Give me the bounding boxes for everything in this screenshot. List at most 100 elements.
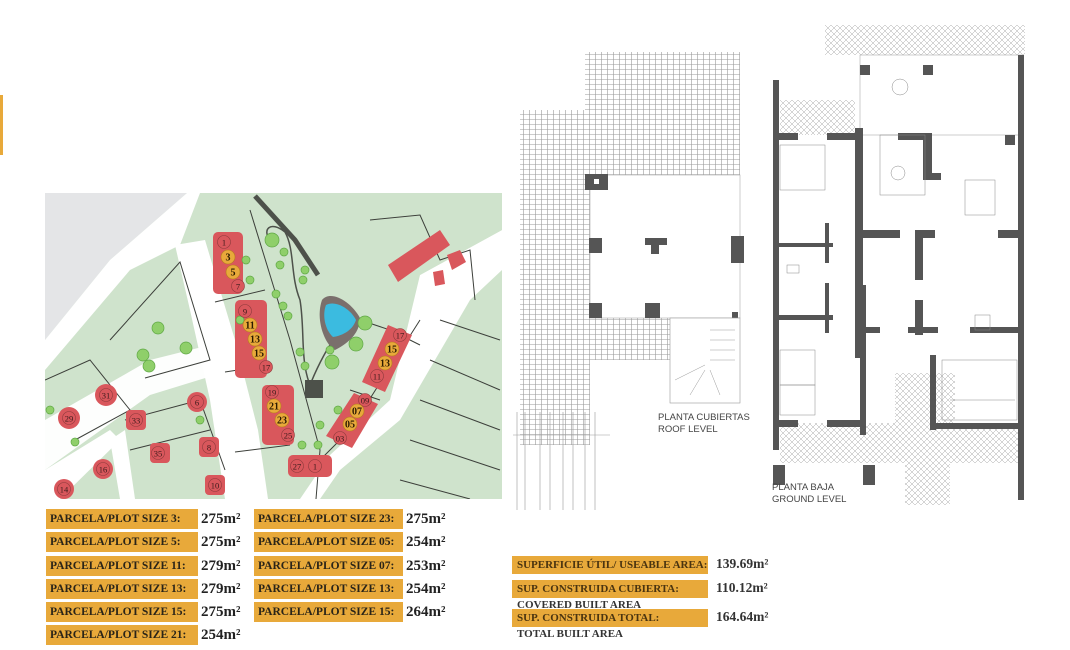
plot-size-label: PARCELA/PLOT SIZE 13:	[46, 579, 198, 599]
plot-number: 27	[293, 461, 302, 471]
roof-plan-caption: PLANTA CUBIERTAS ROOF LEVEL	[658, 412, 750, 436]
roof-tiles	[520, 110, 590, 445]
plot-marker	[259, 360, 273, 374]
area-label: SUP. CONSTRUIDA TOTAL:	[512, 609, 708, 627]
plot-size-label: PARCELA/PLOT SIZE 11:	[46, 556, 198, 576]
area-label: SUPERFICIE ÚTIL/ USEABLE AREA:	[512, 556, 708, 574]
plot-number: 35	[154, 448, 163, 458]
ground-caption-es: PLANTA BAJA	[772, 482, 835, 493]
roof-terrace	[589, 174, 741, 319]
area-value: 110.12m²	[716, 580, 768, 595]
plot-marker	[370, 369, 384, 383]
plot-31: 31	[99, 388, 113, 402]
plot-size-row: PARCELA/PLOT SIZE 3:275m²	[46, 509, 241, 529]
plot-number: 6	[195, 397, 199, 407]
plot-size-value: 254m²	[406, 533, 446, 550]
plot-number: 8	[207, 442, 211, 452]
plot-number: 10	[211, 480, 220, 490]
plot-size-value: 279m²	[201, 580, 241, 597]
plot-number: 33	[132, 415, 141, 425]
plot-9: 9	[238, 304, 252, 318]
plot-size-value: 254m²	[406, 580, 446, 597]
highlighted-plot-07: 07	[349, 403, 365, 419]
plot-marker	[151, 446, 165, 460]
plot-marker	[99, 388, 113, 402]
plot-size-label: PARCELA/PLOT SIZE 05:	[254, 532, 403, 552]
plot-size-row: PARCELA/PLOT SIZE 23:275m²	[254, 509, 446, 529]
plot-marker	[251, 345, 267, 361]
highlighted-plot-21: 21	[266, 398, 282, 414]
plot-number: 23	[277, 415, 287, 426]
plot-marker	[349, 403, 365, 419]
plot-number: 17	[262, 362, 271, 372]
plot-size-row: PARCELA/PLOT SIZE 21:254m²	[46, 625, 241, 645]
plot-number: 1	[222, 237, 226, 247]
plot-marker	[238, 304, 252, 318]
plot-17: 17	[259, 360, 273, 374]
plot-10: 10	[208, 478, 222, 492]
highlighted-plot-15: 15	[384, 341, 400, 357]
plot-marker	[358, 393, 372, 407]
plot-size-label: PARCELA/PLOT SIZE 15:	[46, 602, 198, 622]
plot-marker	[190, 395, 204, 409]
plot-number: 25	[284, 430, 293, 440]
ground-plan-caption: PLANTA BAJA GROUND LEVEL	[772, 482, 846, 506]
roof-caption-es: PLANTA CUBIERTAS	[658, 412, 750, 423]
highlighted-plot-15: 15	[251, 345, 267, 361]
area-value: 164.64m²	[716, 609, 769, 624]
plot-size-value: 275m²	[201, 510, 241, 527]
highlighted-plot-23: 23	[274, 412, 290, 428]
ground-caption-en: GROUND LEVEL	[772, 494, 847, 505]
plot-size-value: 264m²	[406, 603, 446, 620]
plot-16: 16	[96, 462, 110, 476]
plot-marker	[281, 428, 295, 442]
plot-marker	[208, 478, 222, 492]
plot-number: 21	[269, 401, 279, 412]
roof-level-plan	[513, 52, 744, 510]
highlighted-plot-05: 05	[342, 416, 358, 432]
accent-bar	[0, 95, 3, 155]
plot-27: 27	[290, 459, 304, 473]
stairs	[669, 317, 741, 404]
plot-8: 8	[202, 440, 216, 454]
plot-size-value: 275m²	[201, 603, 241, 620]
plot-number: 05	[345, 419, 355, 430]
plot-marker	[57, 482, 71, 496]
plot-number: 11	[373, 371, 381, 381]
plot-33: 33	[129, 413, 143, 427]
plot-number: 13	[250, 334, 260, 345]
plot-size-label: PARCELA/PLOT SIZE 13:	[254, 579, 403, 599]
plot-marker	[220, 249, 236, 265]
plot-number: 29	[65, 413, 74, 423]
plot-number: 17	[396, 330, 405, 340]
plot-7: 7	[231, 279, 245, 293]
plot-size-row: PARCELA/PLOT SIZE 07:253m²	[254, 556, 446, 576]
plot-1: 1	[308, 459, 322, 473]
plot-size-row: PARCELA/PLOT SIZE 15:275m²	[46, 602, 241, 622]
plot-number: 16	[99, 464, 108, 474]
plot-size-label: PARCELA/PLOT SIZE 5:	[46, 532, 198, 552]
plot-size-label: PARCELA/PLOT SIZE 21:	[46, 625, 198, 645]
plot-size-label: PARCELA/PLOT SIZE 07:	[254, 556, 403, 576]
highlighted-plot-13: 13	[377, 355, 393, 371]
area-sublabel: TOTAL BUILT AREA	[517, 628, 623, 640]
plot-size-label: PARCELA/PLOT SIZE 23:	[254, 509, 403, 529]
plot-number: 19	[268, 387, 277, 397]
plot-marker	[231, 279, 245, 293]
plot-size-row: PARCELA/PLOT SIZE 5:275m²	[46, 532, 241, 552]
plot-size-value: 253m²	[406, 557, 446, 574]
plot-number: 1	[313, 461, 317, 471]
plot-marker	[217, 235, 231, 249]
plot-number: 15	[387, 344, 397, 355]
plot-marker	[342, 416, 358, 432]
plot-03: 03	[333, 431, 347, 445]
plot-17: 17	[393, 328, 407, 342]
plot-1: 1	[217, 235, 231, 249]
plot-marker	[274, 412, 290, 428]
plot-number: 3	[226, 252, 231, 263]
plot-marker	[247, 331, 263, 347]
plot-size-value: 279m²	[201, 557, 241, 574]
plot-marker	[225, 264, 241, 280]
